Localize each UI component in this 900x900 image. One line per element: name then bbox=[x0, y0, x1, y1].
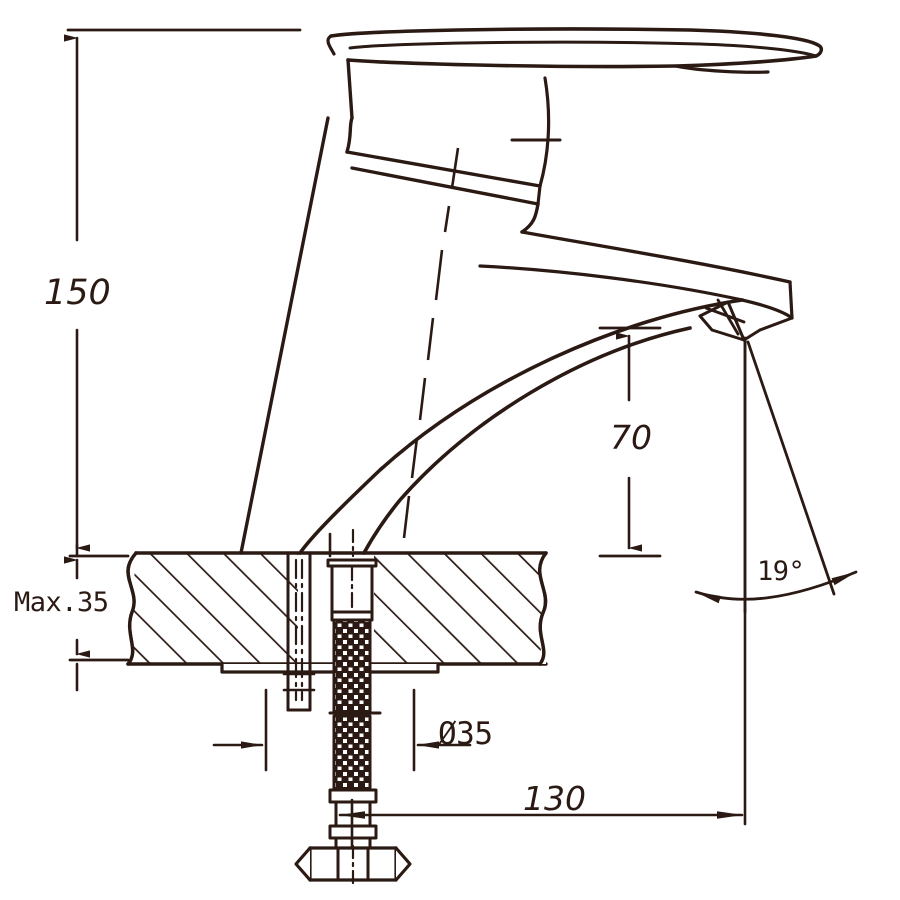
dimension-label-diameter-35: Ø35 bbox=[438, 716, 493, 752]
dimension-150 bbox=[64, 28, 302, 558]
dimension-diameter-35 bbox=[212, 688, 472, 772]
dimension-label-150: 150 bbox=[44, 273, 111, 313]
dimension-70 bbox=[598, 326, 662, 558]
faucet-spout-upper bbox=[478, 230, 794, 320]
dimension-label-max-35: Max.35 bbox=[14, 587, 109, 618]
dimension-angle-19 bbox=[694, 336, 858, 614]
mounting-stud-assembly bbox=[220, 528, 440, 888]
faucet-spout-curve bbox=[298, 298, 744, 555]
lever-handle bbox=[326, 27, 824, 74]
dimension-label-angle-19: 19° bbox=[757, 556, 805, 587]
dimension-max-35 bbox=[64, 543, 130, 692]
faucet-body-column bbox=[239, 58, 354, 555]
inner-tube-detail bbox=[282, 551, 316, 712]
dimension-label-130: 130 bbox=[523, 779, 586, 818]
faucet-cartridge-block bbox=[345, 76, 562, 234]
body-centerline bbox=[402, 147, 460, 539]
dimension-label-70: 70 bbox=[610, 418, 652, 457]
